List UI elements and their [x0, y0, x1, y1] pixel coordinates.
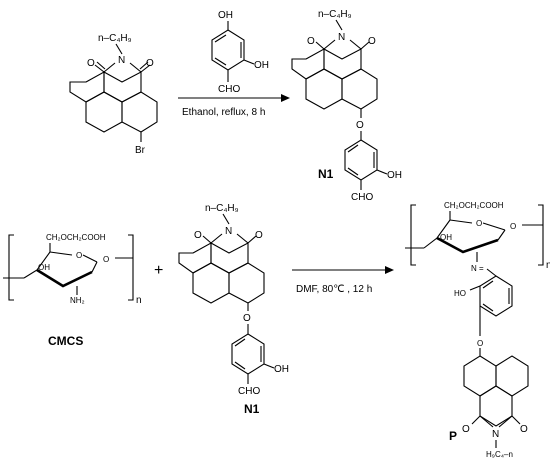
n1-bottom-oh: OH: [274, 364, 289, 375]
n1-bottom-o-link: O: [243, 313, 251, 324]
n1-top-butyl: n–C₄H₉: [318, 9, 352, 20]
n1-top-label: N1: [318, 167, 334, 181]
n1-bottom-imide-n: N: [225, 226, 232, 237]
reactant-butyl-label: n–C₄H₉: [98, 33, 132, 44]
p-link-o: O: [510, 222, 516, 231]
n1-bottom-structure: n–C₄H₉ N O O O OH CHO N1: [178, 203, 289, 416]
product-n1-top: n–C₄H₉ N O O O OH CHO N1: [291, 9, 402, 203]
p-oh: OH: [440, 233, 452, 242]
cmcs-link-o: O: [103, 255, 109, 264]
n1-bottom-carbonyl-o-right: O: [255, 230, 263, 241]
p-imide-n: N: [492, 429, 499, 440]
reactant-bromo-naphthalimide: n–C₄H₉ N O O Br: [69, 33, 158, 156]
reagent-cho: CHO: [218, 84, 240, 95]
p-butyl: H₉C₄–n: [486, 450, 513, 459]
plus-sign: +: [154, 262, 163, 279]
reactant-br: Br: [135, 145, 146, 156]
cmcs-ring-o: O: [76, 251, 82, 260]
p-carbonyl-o-left: O: [462, 424, 470, 435]
reagent-dihydroxybenzaldehyde: OH OH CHO: [211, 10, 269, 95]
reactant-carbonyl-o-left: O: [87, 58, 95, 69]
p-carbonyl-o-right: O: [520, 424, 528, 435]
n1-bottom-butyl: n–C₄H₉: [205, 203, 239, 214]
n1-bottom-carbonyl-o-left: O: [194, 230, 202, 241]
reagent-oh-side: OH: [254, 60, 269, 71]
p-ether-o: O: [477, 339, 483, 348]
p-imine-n: N: [471, 264, 477, 273]
cmcs-side-chain: CH₂OCH₂COOH: [46, 233, 106, 242]
p-side-chain: CH₂OCH₂COOH: [444, 201, 504, 210]
n1-top-oh: OH: [387, 170, 402, 181]
p-n: n: [546, 260, 550, 271]
reactant-carbonyl-o-right: O: [146, 58, 154, 69]
p-imine-double: =: [479, 264, 484, 273]
cmcs-oh: OH: [38, 263, 50, 272]
n1-top-imide-n: N: [338, 32, 345, 43]
n1-top-carbonyl-o-left: O: [307, 36, 315, 47]
reagent-oh-top: OH: [218, 10, 233, 21]
reaction2-arrow: DMF, 80℃ , 12 h: [292, 266, 394, 295]
reactant-imide-n: N: [118, 55, 125, 66]
p-label: P: [449, 429, 457, 443]
reaction2-conditions: DMF, 80℃ , 12 h: [296, 284, 372, 295]
reaction1-arrow: Ethanol, reflux, 8 h: [178, 94, 290, 118]
n1-bottom-cho: CHO: [238, 386, 260, 397]
cmcs-nh2: NH₂: [70, 296, 85, 305]
n1-top-o-link: O: [356, 120, 364, 131]
n1-bottom-label: N1: [244, 402, 260, 416]
n1-top-carbonyl-o-right: O: [368, 36, 376, 47]
product-p-structure: CH₂OCH₂COOH O O OH n N = HO O O O N H: [405, 201, 550, 459]
reaction1-conditions: Ethanol, reflux, 8 h: [182, 107, 265, 118]
n1-top-cho: CHO: [351, 192, 373, 203]
p-ring-o: O: [476, 219, 482, 228]
cmcs-n: n: [136, 295, 142, 306]
cmcs-label: CMCS: [48, 334, 83, 348]
cmcs-structure: CH₂OCH₂COOH O O OH NH₂ n CMCS: [3, 233, 142, 348]
p-phenol-oh: HO: [454, 289, 466, 298]
